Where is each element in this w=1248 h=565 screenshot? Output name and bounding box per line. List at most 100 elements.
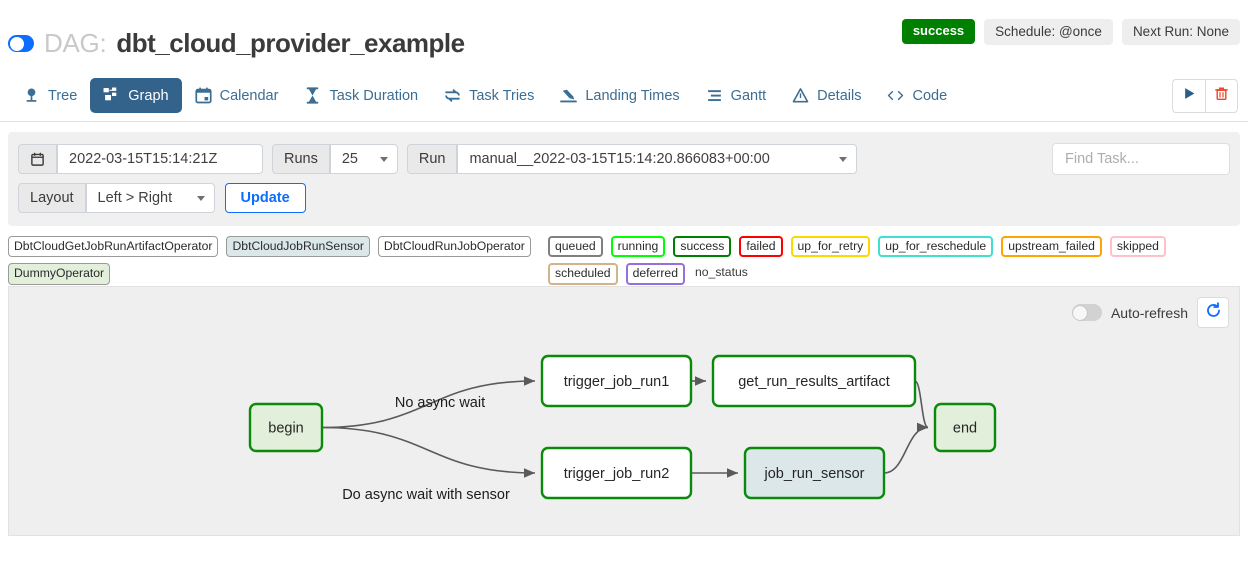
update-button[interactable]: Update <box>224 183 306 213</box>
schedule-badge[interactable]: Schedule: @once <box>984 19 1113 45</box>
graph-node-label: job_run_sensor <box>764 466 865 482</box>
status-chip[interactable]: failed <box>739 236 783 258</box>
refresh-icon <box>1205 301 1222 324</box>
tab-details[interactable]: Details <box>779 78 874 113</box>
filter-row-bottom: Layout Left > Right Update <box>18 183 1230 213</box>
graph-edge[interactable] <box>883 422 929 474</box>
trigger-dag-button[interactable] <box>1172 79 1205 113</box>
operator-chip[interactable]: DbtCloudRunJobOperator <box>377 236 531 258</box>
view-tabs: Tree Graph Calendar Task Duration Task T… <box>0 70 1248 122</box>
layout-select[interactable]: Left > Right <box>85 183 215 213</box>
status-chip[interactable]: queued <box>548 236 603 258</box>
dag-label: DAG: <box>44 28 107 58</box>
calendar-icon[interactable] <box>18 144 57 174</box>
tab-label: Calendar <box>219 87 279 104</box>
graph-edge[interactable] <box>914 380 929 433</box>
tab-label: Code <box>912 87 948 104</box>
graph-node-label: begin <box>268 420 303 436</box>
graph-node[interactable]: trigger_job_run1 <box>540 354 693 408</box>
graph-edge-labels: No async wait Do async wait with sensor <box>342 395 510 503</box>
status-chip[interactable]: no_status <box>694 265 748 280</box>
num-runs-value: 25 <box>341 151 358 167</box>
graph-node-label: end <box>953 420 977 436</box>
graph-node[interactable]: begin <box>248 402 324 453</box>
auto-refresh-toggle[interactable] <box>1071 304 1102 321</box>
num-runs-select[interactable]: 25 <box>329 144 398 174</box>
dag-pause-toggle[interactable] <box>8 35 34 52</box>
runs-group: Runs 25 <box>272 144 398 174</box>
runs-label: Runs <box>272 144 330 174</box>
graph-edge-label: Do async wait with sensor <box>342 487 510 503</box>
filter-bar: 2022-03-15T15:14:21Z Runs 25 Run manual_… <box>8 132 1240 226</box>
graph-edge-label: No async wait <box>395 395 485 411</box>
layout-group: Layout Left > Right <box>18 183 215 213</box>
tab-label: Task Duration <box>329 87 419 104</box>
graph-canvas[interactable]: Auto-refresh begin trigger_job_run1 get_ru… <box>8 286 1240 536</box>
status-chip[interactable]: up_for_reschedule <box>878 236 994 258</box>
gantt-icon <box>706 87 723 104</box>
tab-label: Gantt <box>730 87 767 104</box>
run-group: Run manual__2022-03-15T15:14:20.866083+0… <box>406 144 858 174</box>
tab-tree[interactable]: Tree <box>10 78 90 113</box>
status-chip[interactable]: upstream_failed <box>1001 236 1102 258</box>
execution-date-group: 2022-03-15T15:14:21Z <box>18 144 263 174</box>
page-header: DAG: dbt_cloud_provider_example success … <box>0 0 1248 70</box>
hourglass-icon <box>304 87 321 104</box>
status-legend: queued running success failed up_for_retry up… <box>548 236 1240 285</box>
tab-code[interactable]: Code <box>874 78 960 113</box>
status-chip[interactable]: deferred <box>625 263 685 285</box>
tab-label: Landing Times <box>585 87 680 104</box>
operator-chip[interactable]: DbtCloudGetJobRunArtifactOperator <box>8 236 219 258</box>
auto-refresh-label: Auto-refresh <box>1110 304 1188 321</box>
graph-node[interactable]: trigger_job_run2 <box>540 446 693 500</box>
chevron-down-icon <box>379 157 388 162</box>
graph-node-label: trigger_job_run1 <box>564 374 670 390</box>
tab-task-tries[interactable]: Task Tries <box>431 78 547 113</box>
graph-edge[interactable] <box>321 376 536 429</box>
status-chip[interactable]: running <box>610 236 666 258</box>
header-badges: success Schedule: @once Next Run: None <box>901 19 1240 45</box>
filter-row-top: 2022-03-15T15:14:21Z Runs 25 Run manual_… <box>18 143 1230 175</box>
tree-icon <box>23 87 40 104</box>
tab-task-duration[interactable]: Task Duration <box>291 78 431 113</box>
play-icon <box>1183 87 1196 105</box>
delete-dag-button[interactable] <box>1205 79 1238 113</box>
calendar-icon <box>195 87 212 104</box>
status-chip[interactable]: success <box>673 236 732 258</box>
tab-label: Details <box>817 87 862 104</box>
tab-calendar[interactable]: Calendar <box>182 78 292 113</box>
graph-edge[interactable] <box>321 426 536 478</box>
operator-chip[interactable]: DbtCloudJobRunSensor <box>226 236 370 258</box>
operator-chip-list: DbtCloudGetJobRunArtifactOperator DbtClou… <box>8 236 538 285</box>
tab-actions <box>1172 79 1238 113</box>
graph-node[interactable]: job_run_sensor <box>743 446 886 500</box>
tab-gantt[interactable]: Gantt <box>693 78 779 113</box>
dag-run-value: manual__2022-03-15T15:14:20.866083+00:00 <box>469 151 770 167</box>
status-badge: success <box>901 19 976 45</box>
landing-icon <box>560 87 578 104</box>
dag-run-select[interactable]: manual__2022-03-15T15:14:20.866083+00:00 <box>457 144 858 174</box>
trash-icon <box>1214 86 1229 106</box>
graph-controls: Auto-refresh <box>1071 297 1229 328</box>
refresh-button[interactable] <box>1197 297 1229 328</box>
graph-node-label: get_run_results_artifact <box>738 374 890 390</box>
dag-title: DAG: dbt_cloud_provider_example <box>8 28 465 59</box>
graph-node[interactable]: get_run_results_artifact <box>711 354 917 408</box>
search-input[interactable]: Find Task... <box>1052 143 1230 175</box>
tab-label: Tree <box>48 87 78 104</box>
execution-date-input[interactable]: 2022-03-15T15:14:21Z <box>57 144 263 174</box>
run-label: Run <box>406 144 458 174</box>
graph-node[interactable]: end <box>933 402 997 453</box>
operator-chip[interactable]: DummyOperator <box>8 263 111 285</box>
triangle-alert-icon <box>792 87 809 104</box>
tab-landing-times[interactable]: Landing Times <box>547 78 692 113</box>
status-chip[interactable]: scheduled <box>548 263 618 285</box>
status-chip[interactable]: skipped <box>1109 236 1166 258</box>
graph-icon <box>103 87 120 104</box>
tab-graph[interactable]: Graph <box>90 78 182 113</box>
retry-icon <box>444 87 461 104</box>
status-chip[interactable]: up_for_retry <box>790 236 871 258</box>
page-title: dbt_cloud_provider_example <box>116 28 465 58</box>
layout-value: Left > Right <box>97 190 173 206</box>
dag-graph-svg[interactable]: begin trigger_job_run1 get_run_results_art… <box>9 287 1239 535</box>
